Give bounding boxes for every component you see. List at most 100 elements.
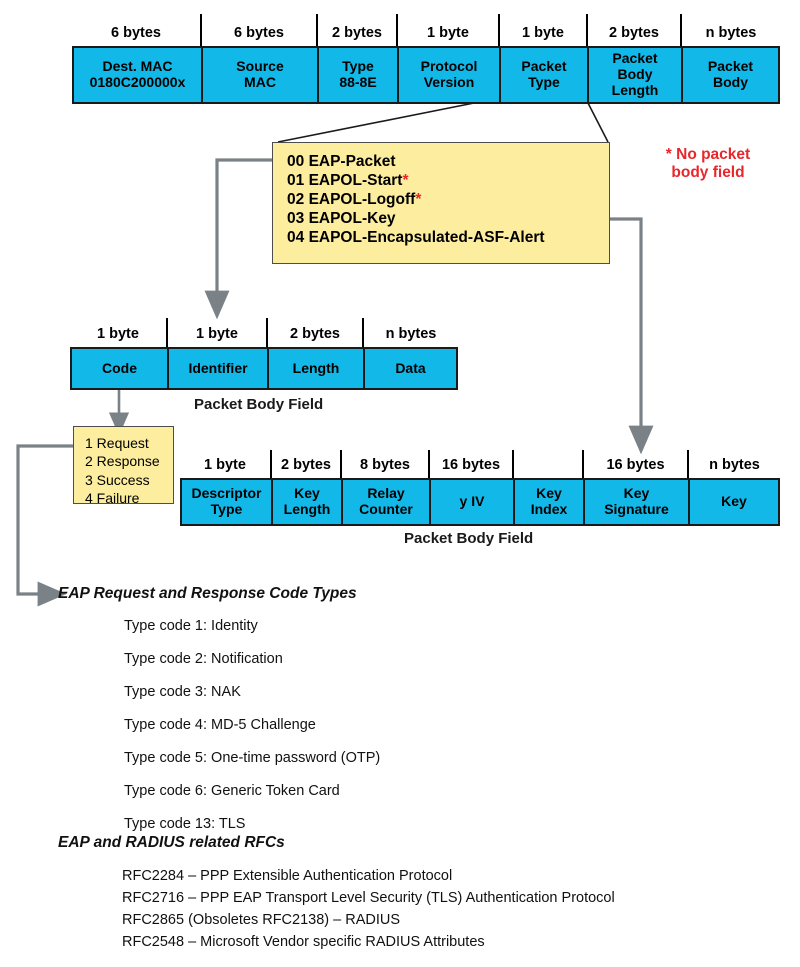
frame-cell-packet-body-length-line1: Packet	[612, 50, 658, 67]
packet-type-entry-4: 04 EAPOL-Encapsulated-ASF-Alert	[287, 228, 597, 247]
code-value-entry-0: 1 Request	[85, 435, 149, 451]
eap-code-types-list: Type code 1: Identity Type code 2: Notif…	[124, 610, 380, 841]
wire-eap-packet-to-body	[204, 158, 277, 320]
packet-type-name-1: EAPOL-Start	[308, 172, 403, 190]
rfc-item-1: RFC2716 – PPP EAP Transport Level Securi…	[122, 890, 615, 906]
frame-cell-source-mac-line2: MAC	[244, 74, 276, 90]
keybody-cell-descriptor-type-line2: Type	[210, 501, 243, 517]
frame-cell-dest-mac-line1: Dest. MAC	[102, 58, 173, 75]
keybody-cell-relay-counter: Relay Counter	[342, 478, 430, 526]
rfc-item-0: RFC2284 – PPP Extensible Authentication …	[122, 868, 453, 884]
eapol-key-body-caption: Packet Body Field	[404, 530, 534, 547]
packet-type-code-2: 02	[287, 191, 305, 209]
keybody-size-key-signature: 16 bytes	[584, 450, 689, 478]
keybody-cell-key-length: Key Length	[272, 478, 342, 526]
keybody-col-relay-counter: 8 bytes Relay Counter	[342, 450, 430, 526]
frame-col-packet-body: n bytes Packet Body	[682, 14, 780, 104]
eapbody-cell-data: Data	[364, 347, 458, 390]
eapbody-cell-identifier: Identifier	[168, 347, 268, 390]
no-packet-body-note-line2: body field	[671, 164, 745, 182]
eapol-frame-table: 6 bytes Dest. MAC 0180C200000x 6 bytes S…	[72, 14, 780, 104]
packet-type-code-4: 04	[287, 229, 305, 247]
frame-cell-protocol-version-line2: Version	[423, 74, 475, 90]
code-value-entry-1: 2 Response	[85, 453, 160, 470]
packet-type-name-3: EAPOL-Key	[308, 210, 396, 228]
code-value-entry-3: 4 Failure	[85, 490, 140, 507]
frame-cell-packet-body-line2: Body	[713, 74, 748, 90]
eap-code-type-item-1: Type code 2: Notification	[124, 651, 283, 667]
eap-code-type-item-0: Type code 1: Identity	[124, 618, 258, 634]
frame-size-source-mac: 6 bytes	[202, 14, 318, 46]
keybody-col-key-iv: 16 bytes y IV	[430, 450, 514, 526]
eap-code-type-item-2: Type code 3: NAK	[124, 684, 241, 700]
keybody-col-key-length: 2 bytes Key Length	[272, 450, 342, 526]
frame-size-packet-body-length: 2 bytes	[588, 14, 682, 46]
eap-packet-body-table: 1 byte Code 1 byte Identifier 2 bytes Le…	[70, 318, 458, 390]
keybody-cell-key-length-line2: Length	[283, 501, 331, 517]
frame-cell-type-line1: Type	[342, 58, 374, 75]
frame-size-dest-mac: 6 bytes	[72, 14, 202, 46]
keybody-col-descriptor-type: 1 byte Descriptor Type	[180, 450, 272, 526]
keybody-cell-key-signature-line1: Key	[623, 485, 650, 502]
eapbody-cell-length: Length	[268, 347, 364, 390]
code-value-callout: 1 Request 2 Response 3 Success 4 Failure	[73, 426, 174, 507]
rfc-item-3: RFC2548 – Microsoft Vendor specific RADI…	[122, 934, 485, 950]
frame-cell-source-mac-line1: Source	[236, 58, 284, 75]
keybody-cell-descriptor-type-line1: Descriptor	[191, 485, 262, 502]
keybody-col-key-index: Key Index	[514, 450, 584, 526]
leader-packet-body-length	[587, 102, 609, 143]
frame-cell-packet-body-length-line2: Body	[617, 66, 653, 83]
eap-packet-body-caption: Packet Body Field	[194, 396, 324, 413]
keybody-size-key: n bytes	[709, 456, 760, 473]
rfc-item-2: RFC2865 (Obsoletes RFC2138) – RADIUS	[122, 912, 401, 928]
frame-cell-packet-body-length: Packet Body Length	[588, 46, 682, 104]
wire-values-to-code-types	[16, 444, 74, 607]
packet-type-code-3: 03	[287, 210, 305, 228]
keybody-cell-relay-counter-line2: Counter	[359, 501, 413, 517]
keybody-size-key-index	[514, 450, 584, 478]
frame-cell-protocol-version: Protocol Version	[398, 46, 500, 104]
no-packet-body-note-line1: * No packet	[665, 146, 751, 163]
keybody-cell-key-index-line2: Index	[530, 501, 568, 517]
keybody-size-relay-counter: 8 bytes	[342, 450, 430, 478]
frame-col-packet-body-length: 2 bytes Packet Body Length	[588, 14, 682, 104]
no-packet-body-note: * No packet body field	[628, 146, 788, 183]
frame-cell-packet-body: Packet Body	[682, 46, 780, 104]
frame-cell-packet-body-length-line3: Length	[611, 81, 659, 98]
keybody-cell-relay-counter-line1: Relay	[367, 485, 405, 502]
frame-col-type: 2 bytes Type 88-8E	[318, 14, 398, 104]
keybody-cell-key-signature: Key Signature	[584, 478, 689, 526]
keybody-cell-key: Key	[689, 478, 780, 526]
keybody-col-key: n bytes Key	[689, 450, 780, 526]
eapol-key-body-table: 1 byte Descriptor Type 2 bytes Key Lengt…	[180, 450, 780, 526]
frame-cell-packet-type: Packet Type	[500, 46, 588, 104]
frame-cell-packet-type-line2: Type	[528, 74, 560, 90]
packet-type-entry-2: 02 EAPOL-Logoff*	[287, 190, 597, 209]
eap-code-type-item-4: Type code 5: One-time password (OTP)	[124, 750, 381, 766]
frame-col-packet-type: 1 byte Packet Type	[500, 14, 588, 104]
frame-size-packet-type: 1 byte	[500, 14, 588, 46]
rfcs-heading: EAP and RADIUS related RFCs	[58, 834, 285, 851]
packet-type-name-4: EAPOL-Encapsulated-ASF-Alert	[308, 229, 545, 247]
eapbody-size-data: n bytes	[385, 325, 437, 342]
code-value-entry-2: 3 Success	[85, 471, 150, 488]
eapbody-col-code: 1 byte Code	[70, 318, 168, 390]
frame-cell-dest-mac: Dest. MAC 0180C200000x	[72, 46, 202, 104]
packet-type-code-0: 00	[287, 153, 305, 170]
eap-code-type-item-6: Type code 13: TLS	[124, 816, 246, 832]
frame-size-protocol-version: 1 byte	[398, 14, 500, 46]
eapbody-col-identifier: 1 byte Identifier	[168, 318, 268, 390]
packet-type-entry-1: 01 EAPOL-Start*	[287, 171, 597, 190]
keybody-size-key-iv: 16 bytes	[430, 450, 514, 478]
packet-type-callout: 00 EAP-Packet 01 EAPOL-Start* 02 EAPOL-L…	[272, 142, 610, 264]
packet-type-name-2: EAPOL-Logoff	[308, 191, 416, 209]
eapbody-cell-code: Code	[70, 347, 168, 390]
frame-cell-source-mac: Source MAC	[202, 46, 318, 104]
keybody-size-key-length: 2 bytes	[272, 450, 342, 478]
frame-col-protocol-version: 1 byte Protocol Version	[398, 14, 500, 104]
frame-cell-dest-mac-line2: 0180C200000x	[89, 74, 186, 90]
eapbody-col-length: 2 bytes Length	[268, 318, 364, 390]
packet-type-name-0: EAP-Packet	[308, 153, 396, 170]
frame-size-type: 2 bytes	[318, 14, 398, 46]
